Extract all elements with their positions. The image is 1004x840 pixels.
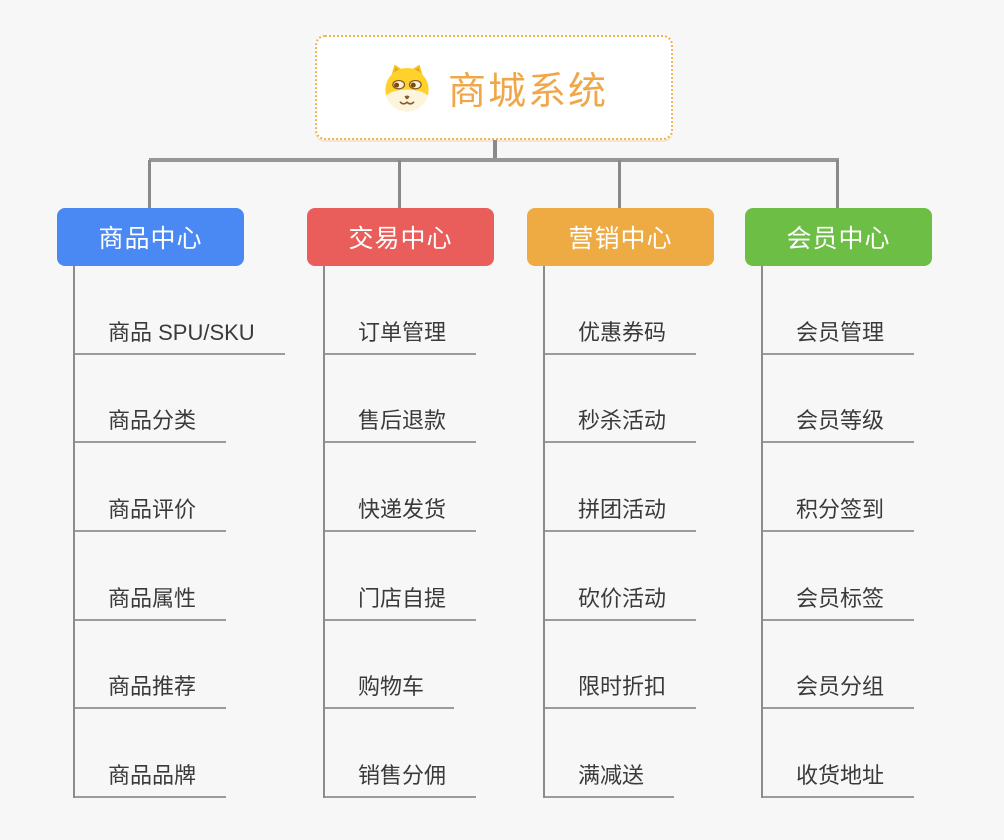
tree-item[interactable]: 商品 SPU/SKU	[75, 266, 285, 355]
tree-item[interactable]: 门店自提	[325, 532, 477, 621]
branch-header-product[interactable]: 商品中心	[57, 208, 244, 266]
connector-drop	[148, 160, 151, 208]
tree-item[interactable]: 优惠券码	[545, 266, 697, 355]
shiba-dog-icon	[385, 64, 429, 111]
tree-item[interactable]: 售后退款	[325, 355, 477, 444]
tree-item[interactable]: 限时折扣	[545, 621, 697, 710]
tree-item[interactable]: 快递发货	[325, 443, 477, 532]
tree-item[interactable]: 收货地址	[763, 709, 915, 798]
tree-item[interactable]: 商品品牌	[75, 709, 227, 798]
root-title: 商城系统	[447, 71, 608, 113]
branch-header-trade[interactable]: 交易中心	[307, 208, 494, 266]
tree-item[interactable]: 秒杀活动	[545, 355, 697, 444]
branch-children-member: 会员管理会员等级积分签到会员标签会员分组收货地址	[761, 266, 915, 798]
tree-item[interactable]: 积分签到	[763, 443, 915, 532]
connector-drop	[398, 160, 401, 208]
tree-item[interactable]: 会员等级	[763, 355, 915, 444]
root-node[interactable]: 商城系统	[315, 35, 673, 140]
tree-item[interactable]: 商品分类	[75, 355, 227, 444]
tree-item[interactable]: 商品推荐	[75, 621, 227, 710]
branch-header-member[interactable]: 会员中心	[745, 208, 932, 266]
tree-item[interactable]: 会员管理	[763, 266, 915, 355]
tree-item[interactable]: 商品评价	[75, 443, 227, 532]
branch-header-marketing[interactable]: 营销中心	[527, 208, 714, 266]
branch-children-marketing: 优惠券码秒杀活动拼团活动砍价活动限时折扣满减送	[543, 266, 697, 798]
tree-item[interactable]: 拼团活动	[545, 443, 697, 532]
tree-item[interactable]: 商品属性	[75, 532, 227, 621]
tree-item[interactable]: 砍价活动	[545, 532, 697, 621]
connector-trunk	[493, 140, 497, 160]
branch-children-trade: 订单管理售后退款快递发货门店自提购物车销售分佣	[323, 266, 477, 798]
connector-rail	[149, 158, 839, 162]
tree-item[interactable]: 满减送	[545, 709, 675, 798]
tree-item[interactable]: 订单管理	[325, 266, 477, 355]
tree-item[interactable]: 会员分组	[763, 621, 915, 710]
connector-drop	[836, 160, 839, 208]
connector-drop	[618, 160, 621, 208]
tree-item[interactable]: 销售分佣	[325, 709, 477, 798]
tree-item[interactable]: 会员标签	[763, 532, 915, 621]
tree-item[interactable]: 购物车	[325, 621, 455, 710]
